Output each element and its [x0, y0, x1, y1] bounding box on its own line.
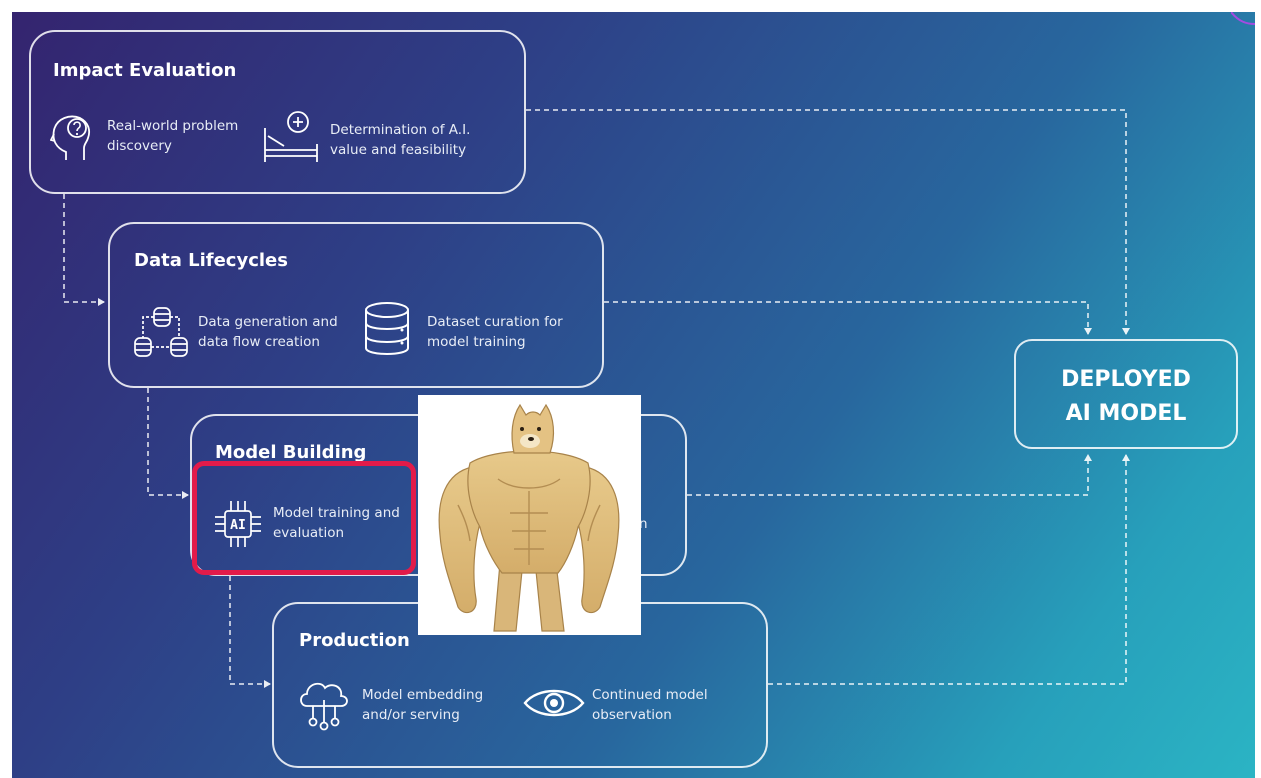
data-lifecycles-box: [108, 222, 604, 388]
production-item-2-text: Continued model observation: [592, 687, 708, 723]
impact-evaluation-box: [29, 30, 526, 194]
database-stack-icon: [362, 300, 412, 358]
impact-item-2-text: Determination of A.I. value and feasibil…: [330, 122, 471, 158]
cloud-network-icon: [297, 676, 351, 732]
database-flow-icon: [132, 304, 194, 362]
deployed-ai-model-box: DEPLOYED AI MODEL: [1014, 339, 1238, 449]
scale-plus-icon: [262, 110, 320, 164]
data-item-1-text: Data generation and data flow creation: [198, 314, 338, 350]
model-building-title: Model Building: [215, 442, 367, 463]
model-item-1-text: Model training and evaluation: [273, 505, 400, 541]
impact-item-1-text: Real-world problem discovery: [107, 118, 239, 154]
buff-doge-meme-image: [418, 395, 641, 635]
data-lifecycles-title: Data Lifecycles: [134, 250, 288, 271]
deployed-line-2: AI MODEL: [1065, 401, 1187, 426]
model-item-2-text: n: [639, 516, 648, 532]
connector-lines: [63, 109, 1130, 688]
eye-icon: [522, 685, 586, 721]
production-title: Production: [299, 630, 410, 651]
deployed-ai-model-label: DEPLOYED AI MODEL: [1016, 363, 1236, 431]
diagram-canvas: Impact Evaluation Real-world problem dis…: [12, 12, 1255, 778]
ai-chip-icon: AI: [212, 498, 264, 550]
svg-text:AI: AI: [230, 518, 246, 533]
head-question-icon: [50, 112, 94, 164]
highlight-rectangle: [192, 461, 416, 575]
deployed-line-1: DEPLOYED: [1061, 367, 1191, 392]
production-item-1-text: Model embedding and/or serving: [362, 687, 484, 723]
impact-evaluation-title: Impact Evaluation: [53, 60, 237, 81]
corner-arc-decoration: [1231, 12, 1255, 25]
data-item-2-text: Dataset curation for model training: [427, 314, 563, 350]
